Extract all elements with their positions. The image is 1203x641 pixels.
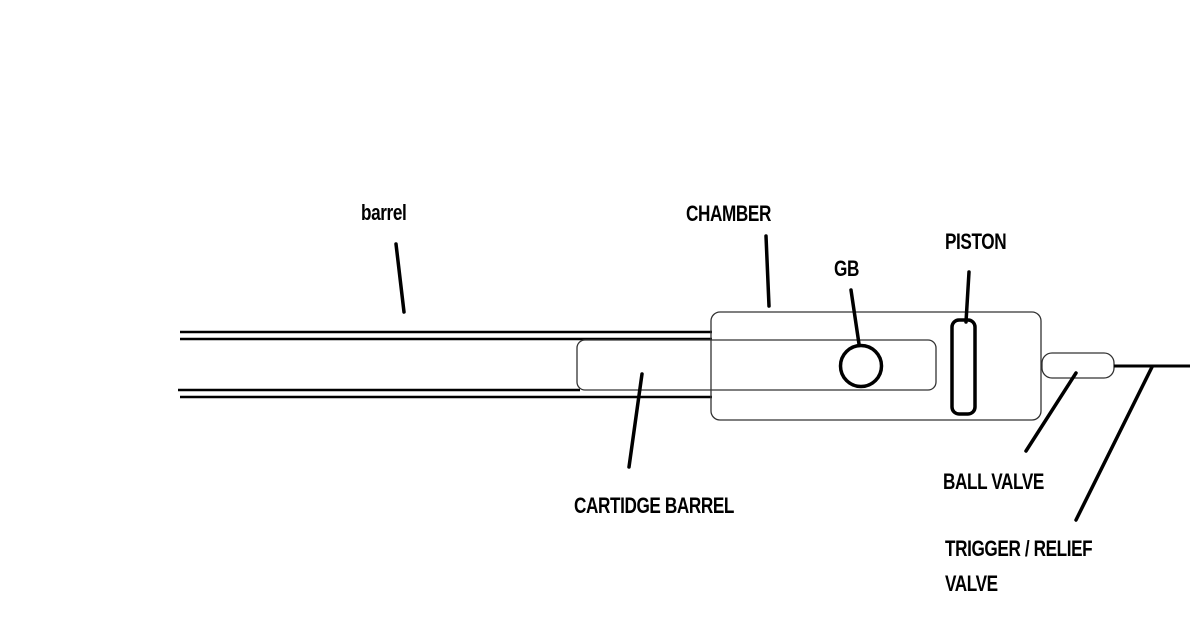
chamber-leader-line: [764, 234, 771, 308]
trigger-relief-valve-label-line2: VALVE: [945, 571, 998, 596]
cartridge-barrel-label: CARTIDGE BARREL: [574, 493, 735, 518]
gb-label: GB: [834, 256, 859, 281]
ball-valve-leader-line: [1024, 371, 1078, 453]
leader-lines: [394, 234, 1154, 522]
barrel-leader-line: [394, 242, 406, 314]
ball-valve-body: [1041, 352, 1115, 379]
ball-valve-label: BALL VALVE: [943, 469, 1044, 494]
chamber-label: CHAMBER: [686, 201, 771, 226]
cartridge-barrel-body: [576, 339, 937, 391]
piston-body: [950, 318, 977, 416]
gb-leader-line: [849, 288, 861, 346]
chamber-body: [710, 311, 1042, 421]
piston-leader-line: [964, 270, 971, 324]
cartridge-barrel-leader-line: [627, 372, 644, 469]
barrel-label: barrel: [361, 200, 407, 225]
gb-ball: [838, 343, 884, 389]
barrel-tube: [178, 330, 712, 399]
trigger-relief-valve-label-line1: TRIGGER / RELIEF: [945, 536, 1093, 561]
trigger-leader-line: [1074, 365, 1154, 522]
piston-label: PISTON: [945, 229, 1007, 254]
